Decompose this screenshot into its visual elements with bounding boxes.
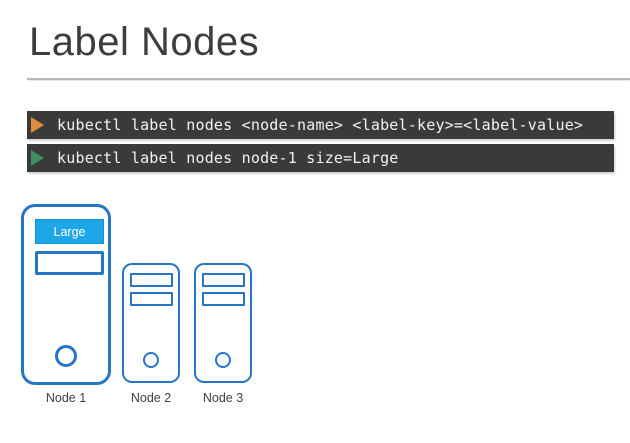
- drive-bay: [35, 251, 104, 275]
- terminal-line-2: kubectl label nodes node-1 size=Large: [27, 144, 614, 172]
- prompt-play-arrow-icon: [31, 117, 44, 133]
- node-2-label: Node 2: [130, 391, 172, 405]
- drive-bay: [130, 292, 173, 306]
- node-3-label: Node 3: [202, 391, 244, 405]
- node-3-server: [194, 263, 252, 383]
- command-text-example: kubectl label nodes node-1 size=Large: [57, 149, 399, 167]
- command-text-generic: kubectl label nodes <node-name> <label-k…: [57, 116, 584, 134]
- power-button-circle: [55, 345, 77, 367]
- node-1-label: Node 1: [45, 391, 87, 405]
- power-button-circle: [143, 352, 159, 368]
- drive-bay: [130, 273, 173, 287]
- node-1-server: Large: [21, 204, 111, 385]
- terminal-line-1: kubectl label nodes <node-name> <label-k…: [27, 111, 614, 139]
- prompt-play-arrow-icon: [31, 150, 44, 166]
- title-divider: [27, 78, 630, 80]
- size-label-badge: Large: [35, 219, 104, 244]
- drive-bay: [202, 292, 245, 306]
- page-title: Label Nodes: [29, 20, 260, 64]
- node-2-server: [122, 263, 180, 383]
- power-button-circle: [215, 352, 231, 368]
- drive-bay: [202, 273, 245, 287]
